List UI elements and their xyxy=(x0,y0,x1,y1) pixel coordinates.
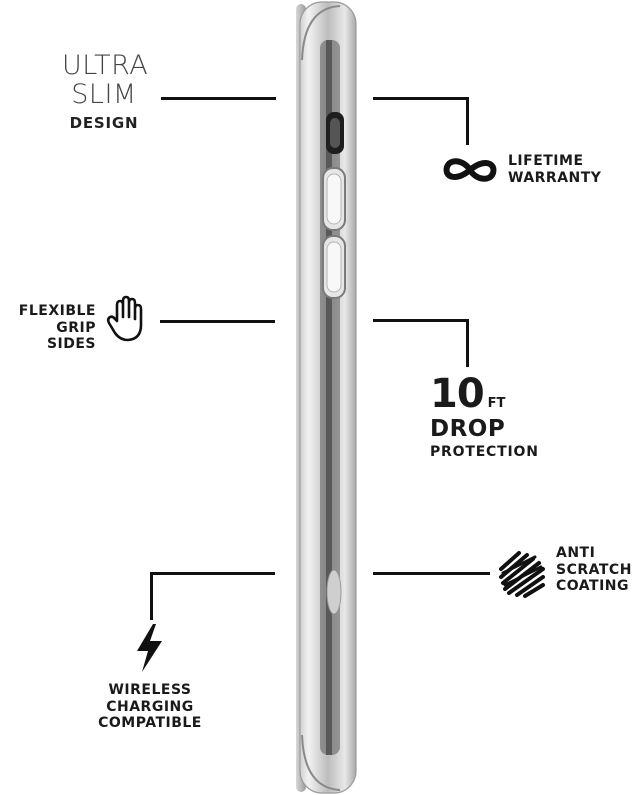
drop-text: DROP xyxy=(430,416,506,442)
warranty-text: WARRANTY xyxy=(508,169,602,186)
lifetime-label: LIFETIME WARRANTY xyxy=(508,153,601,186)
wireless-connector-v xyxy=(150,572,153,620)
lightning-icon xyxy=(133,623,165,673)
scratch-connector xyxy=(373,572,490,575)
flexible-text: FLEXIBLE xyxy=(18,303,96,319)
phone-case xyxy=(290,0,360,795)
lifetime-connector-v xyxy=(466,97,469,145)
grip-label: FLEXIBLE GRIP SIDES xyxy=(2,303,96,353)
scratch-label: ANTI SCRATCH COATING xyxy=(556,545,632,595)
grip-connector xyxy=(160,320,275,323)
scratch-text: SCRATCH xyxy=(556,561,632,578)
infinity-icon xyxy=(442,155,498,185)
coating-text: COATING xyxy=(556,578,630,595)
compatible-text: COMPATIBLE xyxy=(98,715,202,732)
wireless-label: WIRELESS CHARGING COMPATIBLE xyxy=(88,682,212,732)
design-text: DESIGN xyxy=(69,114,139,132)
drop-unit: FT xyxy=(487,396,506,411)
anti-text: ANTI xyxy=(556,545,596,561)
lifetime-connector-h xyxy=(373,97,469,100)
slim-text: SLIM xyxy=(71,79,137,110)
ultra-text: ULTRA xyxy=(62,50,149,81)
drop-connector-v xyxy=(466,319,469,367)
hand-icon xyxy=(106,295,148,343)
wireless-text: WIRELESS xyxy=(108,682,192,698)
charging-text: CHARGING xyxy=(106,698,194,715)
ultra-slim-label: ULTRA SLIM DESIGN xyxy=(62,50,149,132)
wireless-connector-h xyxy=(150,572,275,575)
ultra-slim-connector xyxy=(161,97,276,100)
scribble-icon xyxy=(497,549,547,599)
grip-sides-text: GRIP SIDES xyxy=(46,319,96,353)
drop-label: 10 FT DROP PROTECTION xyxy=(430,374,539,460)
protection-text: PROTECTION xyxy=(430,444,539,460)
drop-connector-h xyxy=(373,319,469,322)
drop-number: 10 xyxy=(430,371,485,417)
lifetime-text: LIFETIME xyxy=(508,153,584,169)
